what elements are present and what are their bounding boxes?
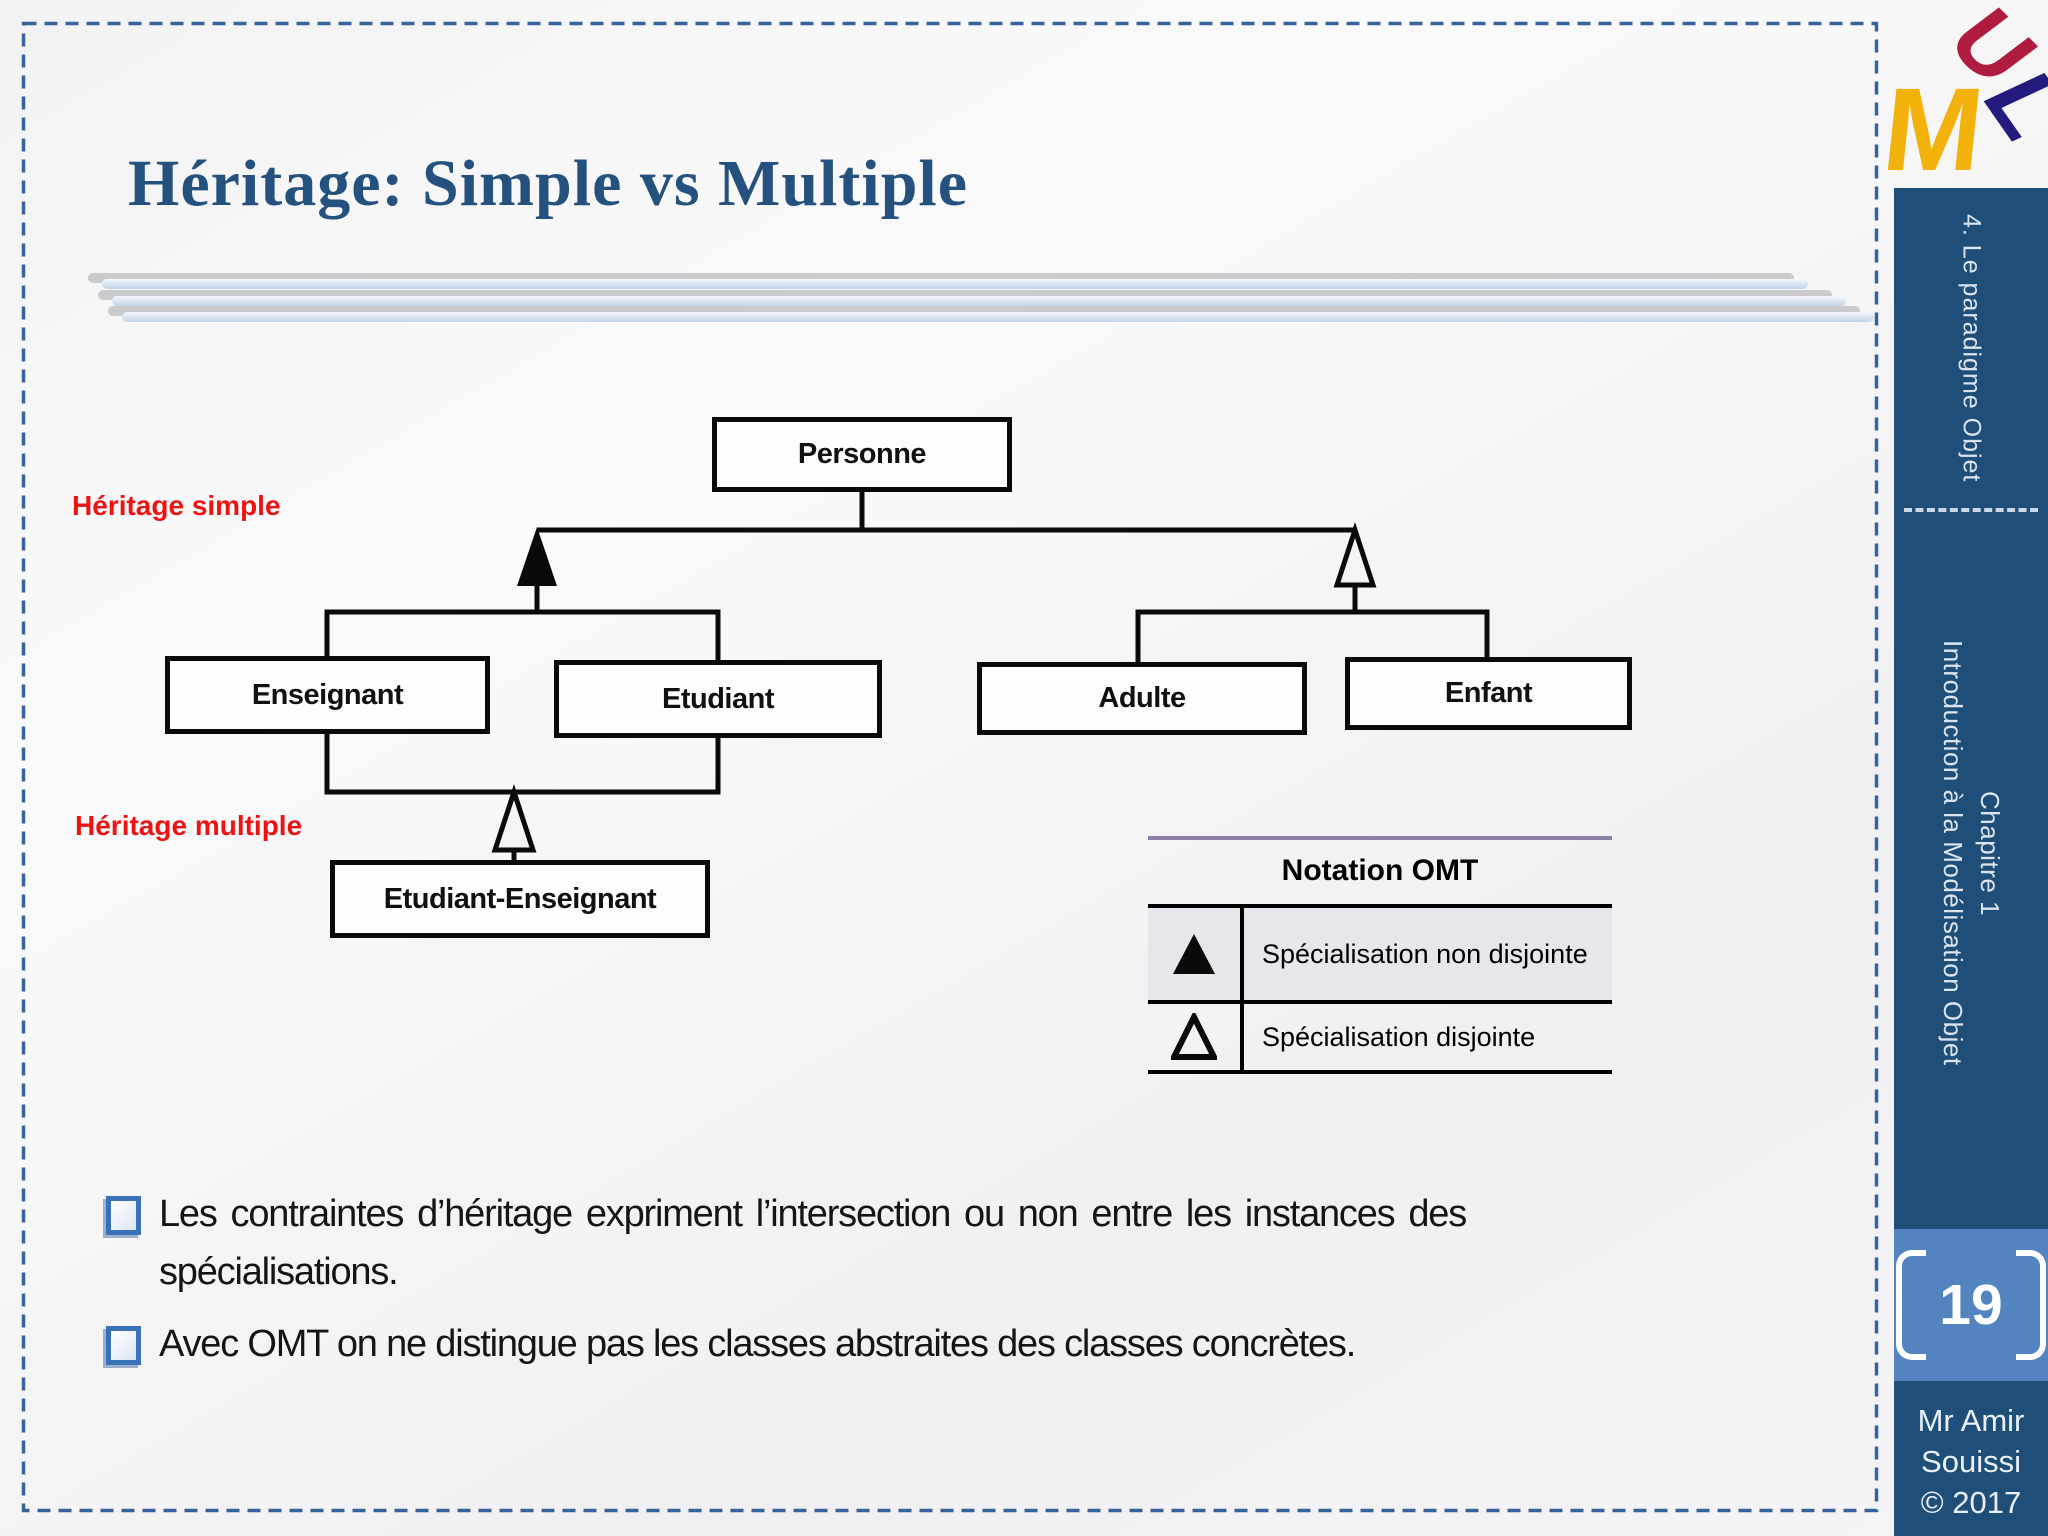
notation-omt-legend: Notation OMT Spécialisation non disjoint… — [1148, 836, 1612, 1074]
notation-omt-title: Notation OMT — [1281, 854, 1479, 887]
class-box-enfant: Enfant — [1345, 657, 1632, 730]
footer-line: Souissi — [1921, 1444, 2021, 1479]
list-item: Avec OMT on ne distingue pas les classes… — [106, 1316, 1466, 1374]
notation-omt-table: Spécialisation non disjointe Spécialisat… — [1148, 904, 1612, 1074]
sidebar-dashed-divider — [1904, 508, 2038, 512]
list-item: Les contraintes d’héritage expriment l’i… — [106, 1186, 1467, 1302]
table-cell-label: Spécialisation non disjointe — [1262, 938, 1588, 969]
sidebar-section-label: 4. Le paradigme Objet — [1894, 188, 2048, 508]
table-cell-label: Spécialisation disjointe — [1262, 1021, 1536, 1052]
divider-bar — [102, 279, 1808, 289]
bullet-square-icon — [106, 1196, 141, 1235]
sidebar: 4. Le paradigme Objet Chapitre 1 Introdu… — [1894, 188, 2048, 1536]
footer-credit: Mr Amir Souissi © 2017 — [1894, 1400, 2048, 1523]
class-box-adulte: Adulte — [977, 662, 1307, 735]
left-bottom-bracket — [324, 731, 721, 795]
annotation-heritage-multiple: Héritage multiple — [75, 810, 303, 841]
class-box-personne: Personne — [712, 417, 1012, 492]
page-number: 19 — [1939, 1273, 2003, 1337]
open-triangle-marker-multiple — [491, 783, 537, 853]
divider-bar — [112, 296, 1846, 306]
footer-line: Mr Amir — [1917, 1403, 2025, 1438]
class-box-etudiant: Etudiant — [554, 660, 882, 738]
page-number-badge: 19 — [1894, 1229, 2048, 1381]
bullet-square-icon — [106, 1325, 141, 1365]
filled-triangle-icon — [1148, 908, 1244, 1000]
sidebar-section-text: 4. Le paradigme Objet — [1957, 213, 1986, 483]
logo-letter-m: M — [1877, 64, 1989, 196]
sidebar-chapter-subtitle: Introduction à la Modélisation Objet — [1938, 640, 1968, 1066]
class-box-etudiant-enseignant: Etudiant-Enseignant — [330, 860, 710, 938]
divider-bar — [122, 312, 1874, 322]
sidebar-chapter-title: Chapitre 1 — [1975, 790, 2005, 916]
page-bracket-left-icon — [1896, 1250, 1927, 1360]
page-bracket-right-icon — [2015, 1250, 2046, 1360]
purple-rule — [1148, 836, 1612, 840]
footer-line: © 2017 — [1920, 1485, 2022, 1520]
filled-triangle-marker — [517, 527, 557, 586]
bullet-text: Avec OMT on ne distingue pas les classes… — [159, 1322, 1356, 1365]
sidebar-chapter-label: Chapitre 1 Introduction à la Modélisatio… — [1894, 523, 2048, 1183]
annotation-heritage-simple: Héritage simple — [72, 490, 281, 521]
class-box-enseignant: Enseignant — [165, 656, 490, 734]
table-row: Spécialisation non disjointe — [1148, 908, 1612, 1004]
bullet-list: Les contraintes d’héritage expriment l’i… — [106, 1186, 1467, 1387]
bullet-text: Les contraintes d’héritage expriment l’i… — [159, 1193, 1467, 1293]
open-triangle-marker-right — [1333, 521, 1377, 588]
uml-logo: U L M — [1877, 0, 2048, 196]
page-title: Héritage: Simple vs Multiple — [128, 147, 969, 220]
table-row: Spécialisation disjointe — [1148, 1004, 1612, 1070]
open-triangle-icon — [1148, 1004, 1244, 1070]
